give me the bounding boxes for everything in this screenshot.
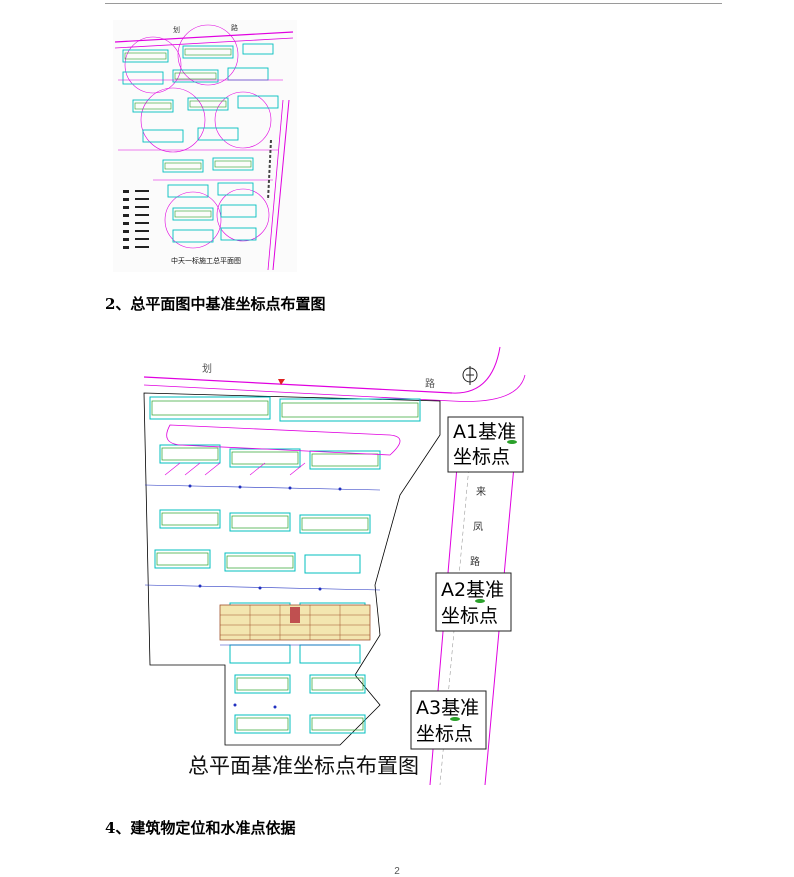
top-rule: [105, 3, 722, 4]
side-road-char-2: 凤: [473, 521, 483, 533]
small-road-char-2: 路: [231, 23, 238, 32]
a2-label-line2: 坐标点: [441, 605, 498, 627]
datum-marker-a2: A2基准 坐标点: [435, 572, 512, 632]
section-2-heading: 2、总平面图中基准坐标点布置图: [105, 295, 326, 313]
site-plan-small-image: 划 路: [113, 20, 297, 272]
datum-point-plan-image: 划 路 来 凤 路: [140, 345, 540, 785]
top-road-char-2: 路: [425, 377, 435, 390]
datum-marker-a1: A1基准 坐标点: [447, 416, 524, 473]
a1-label-line2: 坐标点: [453, 446, 510, 468]
small-road-char-1: 划: [173, 25, 180, 34]
a3-label-line1: A3基准: [416, 697, 479, 719]
a2-label-line1: A2基准: [441, 579, 504, 601]
side-road-char-1: 来: [476, 486, 486, 498]
datum-marker-a3: A3基准 坐标点: [410, 690, 487, 750]
construction-zone: [219, 604, 371, 641]
section-4-heading: 4、建筑物定位和水准点依据: [105, 819, 296, 837]
side-road-char-3: 路: [470, 555, 480, 568]
page-number: 2: [394, 866, 400, 877]
small-plan-caption: 中天一标施工总平面图: [171, 256, 241, 265]
a1-label-line1: A1基准: [453, 421, 516, 443]
a3-label-line2: 坐标点: [416, 723, 473, 745]
large-plan-caption: 总平面基准坐标点布置图: [188, 754, 419, 778]
north-arrow-icon: [462, 366, 478, 385]
top-road-char-1: 划: [202, 362, 212, 375]
